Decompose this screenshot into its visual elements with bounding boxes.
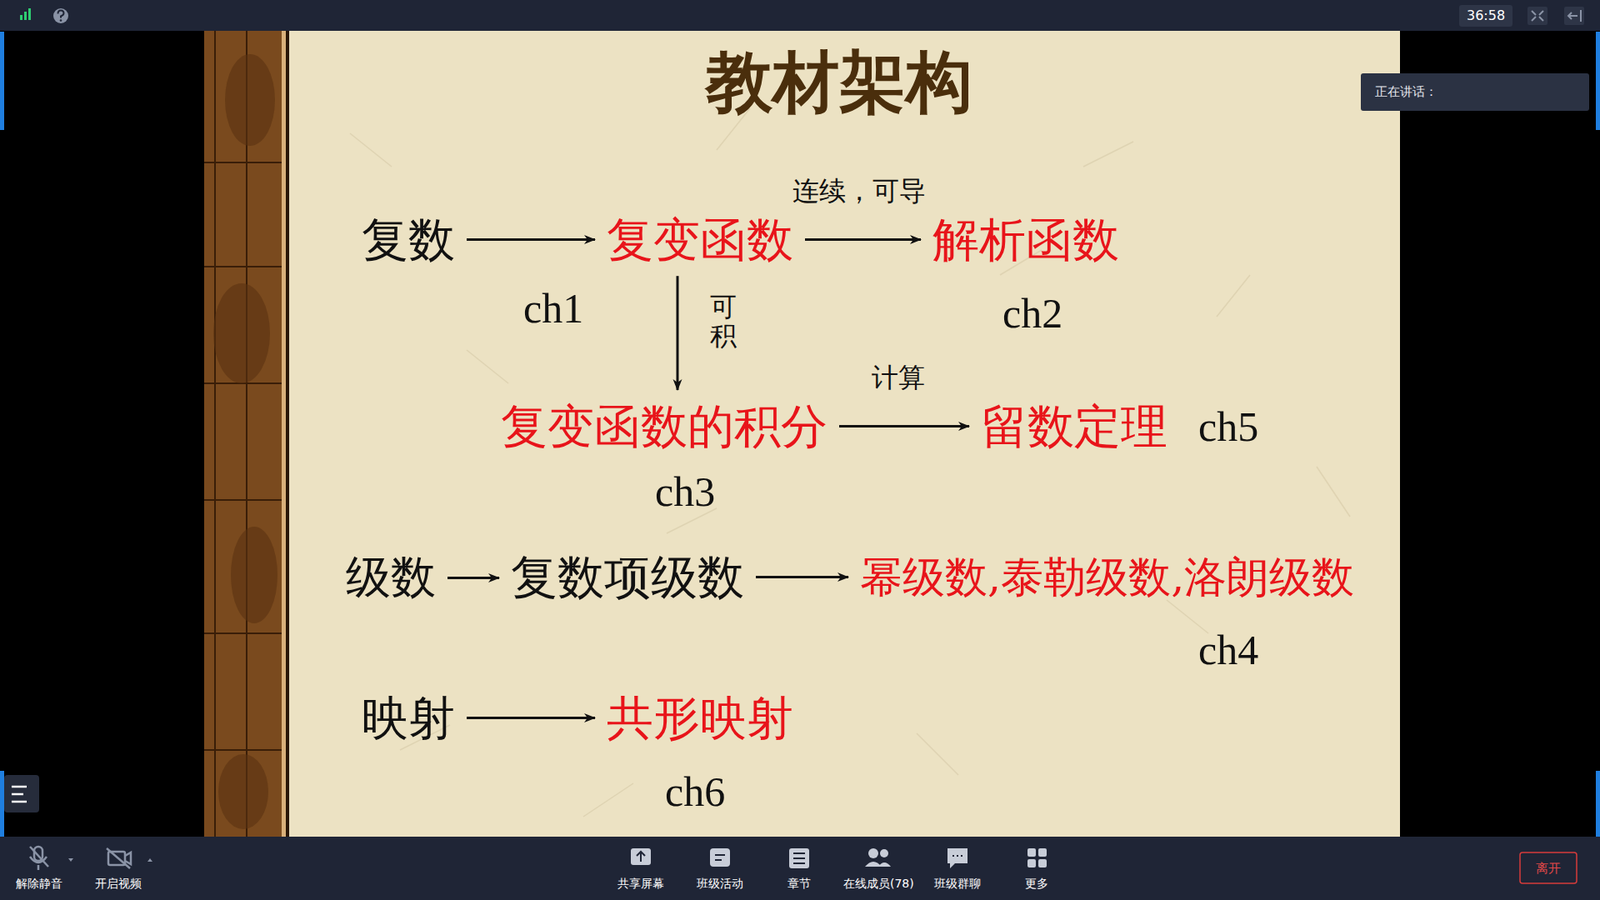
toolbar-label: 在线成员(78) (843, 876, 915, 891)
arrow-connector (755, 575, 849, 579)
toolbar-label: 章节 (787, 876, 811, 891)
concept-node: 级数 (334, 542, 448, 614)
concept-node: 复变函数 (595, 203, 805, 276)
decor-edge (285, 30, 290, 837)
arrow-connector (447, 576, 500, 580)
concept-node: 解析函数 (920, 203, 1131, 276)
toolbar-label: 更多 (1025, 876, 1049, 891)
timer-box (1459, 5, 1513, 27)
menu-button (4, 775, 40, 813)
top-bar (0, 0, 1600, 31)
help-icon (53, 8, 69, 24)
concept-node: 留数定理 (969, 390, 1180, 463)
exit-icon (1564, 6, 1585, 25)
signal-icon (20, 8, 31, 20)
side-marker (0, 770, 5, 837)
leave-button (1520, 852, 1577, 884)
concept-node: 共形映射 (595, 681, 805, 755)
side-marker (0, 31, 5, 130)
node-text: 复变函数 (606, 211, 794, 268)
chapter-label: ch1 (523, 283, 584, 334)
dropdown-caret (147, 858, 153, 862)
arrow-connector (839, 425, 970, 428)
camera-icon (106, 848, 131, 869)
arrow-connector (805, 238, 921, 241)
node-text: 映射 (361, 690, 455, 746)
concept-node: 映射 (350, 681, 467, 755)
node-text: 复数 (361, 211, 455, 268)
node-text: 幂级数,泰勒级数,洛朗级数 (860, 551, 1355, 603)
chapter-label: ch6 (665, 766, 725, 817)
speaker-panel (1360, 73, 1590, 111)
menu-icon (11, 786, 27, 802)
node-text: 留数定理 (980, 398, 1168, 455)
arrow-connector (676, 275, 680, 390)
timer-text: 36:58 (1466, 7, 1505, 24)
paper-texture (350, 108, 1350, 817)
node-text: 级数 (345, 550, 436, 605)
toolbar-label: 开启视频 (95, 876, 142, 891)
decor-edge (281, 30, 286, 837)
node-text: 复变函数的积分 (500, 398, 828, 455)
arrow-connector (466, 238, 595, 241)
chapter-label: ch4 (1198, 625, 1259, 675)
toolbar-icon-details (636, 851, 963, 864)
node-text: 共形映射 (606, 690, 794, 746)
speaker-label: 正在讲话： (1375, 84, 1438, 100)
edge-label: 可积 (710, 292, 737, 351)
chapter-label: ch3 (655, 466, 715, 517)
chapter-label: ch2 (1002, 288, 1063, 339)
decor-strip (204, 30, 290, 837)
toolbar-label: 班级活动 (696, 876, 744, 891)
leave-label: 离开 (1535, 860, 1561, 876)
decor-pattern (204, 30, 284, 837)
concept-node: 复变函数的积分 (489, 390, 840, 463)
edge-label: 计算 (871, 361, 925, 394)
decor-leaves (213, 54, 278, 830)
edge-label: 连续，可导 (792, 175, 926, 207)
arrow-connector (466, 716, 595, 720)
toolbar-label: 解除静音 (15, 876, 63, 891)
concept-node: 复数项级数 (499, 540, 756, 614)
mic-icon (30, 846, 49, 870)
slide-background (204, 30, 1400, 837)
node-text: 复数项级数 (510, 549, 745, 605)
concept-node: 幂级数,泰勒级数,洛朗级数 (848, 543, 1366, 611)
toolbar-label: 共享屏幕 (617, 876, 665, 891)
concept-node: 复数 (350, 203, 467, 276)
side-marker (1595, 770, 1600, 837)
fullscreen-icon (1527, 6, 1548, 25)
slide-title: 教材架构 (705, 41, 973, 122)
toolbar-label: 班级群聊 (934, 876, 981, 891)
side-marker (1595, 31, 1600, 130)
toolbar-icons (630, 848, 1047, 869)
chapter-label: ch5 (1198, 401, 1259, 452)
bottom-toolbar (0, 836, 1600, 900)
dropdown-caret (68, 858, 74, 862)
node-text: 解析函数 (932, 211, 1120, 268)
